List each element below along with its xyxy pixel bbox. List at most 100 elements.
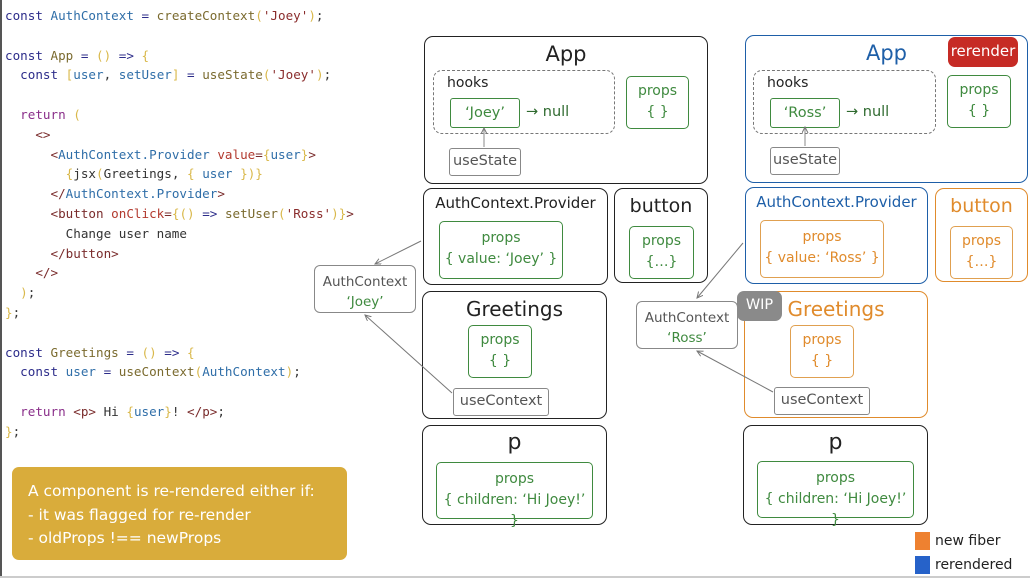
legend-swatch: [915, 556, 930, 574]
hook-state-value: ‘Ross’: [770, 98, 840, 128]
old-app-fiber: App hooks ‘Joey’ → null useState props {…: [424, 36, 708, 184]
fiber-title: p: [507, 430, 522, 455]
code-line: {jsx(Greetings, { user })}: [5, 164, 357, 185]
old-p-fiber: p props { children: ‘Hi Joey!’ }: [422, 425, 607, 529]
code-line: };: [5, 423, 21, 439]
fiber-title: AuthContext.Provider: [435, 194, 596, 212]
new-provider-fiber: AuthContext.Provider props { value: ‘Ros…: [745, 187, 928, 284]
props-label: props: [637, 83, 678, 99]
props-box: props { }: [626, 76, 689, 129]
props-box: props { }: [947, 75, 1011, 128]
code-line: <button onClick={() => setUser('Ross')}>: [50, 205, 354, 221]
note-line: A component is re-rendered either if:: [28, 482, 315, 500]
hooks-container: hooks ‘Joey’ → null: [433, 70, 615, 134]
fiber-title: App: [545, 42, 587, 66]
use-state-hook: useState: [770, 147, 840, 175]
fiber-title: p: [828, 430, 843, 455]
context-name: AuthContext: [322, 274, 408, 290]
code-line: [5, 382, 354, 402]
props-box: props {…}: [950, 226, 1013, 279]
props-value: {…}: [645, 254, 678, 270]
hooks-container: hooks ‘Ross’ → null: [753, 70, 936, 134]
wip-badge: WIP: [737, 291, 782, 321]
fiber-title: button: [629, 195, 693, 217]
props-value: { value: ‘Ross’ }: [764, 250, 880, 266]
props-box: props { children: ‘Hi Joey!’ }: [436, 462, 593, 529]
props-box: props { value: ‘Ross’ }: [760, 220, 884, 278]
legend-label: rerendered: [935, 557, 1013, 573]
props-box: props { }: [790, 325, 854, 378]
code-line: <>: [35, 126, 51, 142]
context-name: AuthContext: [644, 310, 730, 326]
new-greetings-fiber: Greetings props { } useContext: [744, 291, 928, 418]
code-line: <AuthContext.Provider value={user}>: [50, 146, 316, 162]
fiber-title: AuthContext.Provider: [756, 193, 917, 211]
code-line: Change user name: [5, 225, 187, 241]
new-p-fiber: p props { children: ‘Hi Joey!’ }: [743, 425, 928, 528]
note-line: - oldProps !== newProps: [28, 529, 222, 547]
code-line: </>: [35, 265, 59, 281]
props-label: props: [494, 471, 535, 487]
props-value: { }: [810, 353, 834, 369]
props-box: props { }: [468, 325, 532, 378]
window-edge-bottom: [0, 576, 1030, 578]
hooks-label: hooks: [767, 75, 809, 91]
hook-next-pointer: → null: [526, 104, 570, 120]
code-line: const user = useContext(AuthContext);: [20, 364, 301, 380]
provider-to-context-arrow: [375, 240, 422, 264]
context-value: ‘Joey’: [346, 294, 384, 310]
rerender-badge: rerender: [948, 37, 1018, 67]
code-panel: const AuthContext = createContext('Joey'…: [5, 6, 357, 442]
old-provider-fiber: AuthContext.Provider props { value: ‘Joe…: [423, 188, 608, 285]
code-line: const Greetings = () => {: [5, 344, 195, 360]
props-box: props { value: ‘Joey’ }: [439, 221, 563, 279]
hook-state-value: ‘Joey’: [450, 98, 520, 128]
old-button-fiber: button props {…}: [614, 188, 708, 283]
code-line: </AuthContext.Provider>: [50, 186, 225, 202]
legend-swatch: [915, 532, 930, 550]
old-context-value: AuthContext ‘Joey’: [314, 265, 416, 313]
fiber-title: App: [865, 41, 908, 65]
code-line: const [user, setUser] = useState('Joey')…: [20, 67, 332, 83]
window-edge: [0, 0, 2, 578]
props-label: props: [480, 332, 520, 348]
use-state-hook: useState: [449, 148, 521, 176]
props-label: props: [959, 82, 999, 98]
props-label: props: [961, 233, 1002, 249]
code-line: return (: [20, 106, 81, 122]
fiber-title: button: [950, 195, 1013, 217]
code-line: );: [20, 285, 36, 301]
props-value: {…}: [965, 254, 998, 270]
hooks-label: hooks: [447, 75, 489, 91]
code-line: };: [5, 304, 21, 320]
props-label: props: [481, 230, 521, 246]
props-label: props: [802, 229, 842, 245]
props-label: props: [815, 470, 856, 486]
props-value: { children: ‘Hi Joey!’ }: [764, 491, 907, 528]
use-context-hook: useContext: [774, 387, 870, 415]
code-line: [5, 85, 354, 105]
new-context-value: AuthContext ‘Ross’: [636, 301, 738, 349]
fiber-title: Greetings: [787, 297, 885, 321]
hook-next-pointer: → null: [846, 104, 890, 120]
props-box: props {…}: [629, 226, 694, 279]
code-line: return <p> Hi {user}! </p>;: [20, 403, 225, 419]
fiber-title: Greetings: [465, 297, 564, 321]
new-button-fiber: button props {…}: [935, 188, 1028, 282]
props-value: { }: [488, 353, 512, 369]
code-line: const AuthContext = createContext('Joey'…: [5, 8, 324, 23]
old-greetings-fiber: Greetings props { } useContext: [422, 291, 607, 419]
note-line: - it was flagged for re-render: [28, 505, 251, 524]
props-box: props { children: ‘Hi Joey!’ }: [757, 461, 914, 528]
rerender-rule-note: A component is re-rendered either if: - …: [12, 467, 347, 560]
props-value: { value: ‘Joey’ }: [444, 251, 558, 267]
legend-item-rerendered: rerendered: [915, 556, 1012, 574]
use-context-hook: useContext: [453, 388, 549, 416]
code-line: const App = () => {: [5, 47, 150, 63]
code-line: [5, 323, 354, 343]
code-line: [5, 26, 354, 46]
context-value: ‘Ross’: [667, 330, 707, 346]
props-value: { }: [967, 103, 991, 119]
legend-item-new-fiber: new fiber: [915, 532, 1000, 550]
legend-label: new fiber: [935, 533, 1001, 549]
